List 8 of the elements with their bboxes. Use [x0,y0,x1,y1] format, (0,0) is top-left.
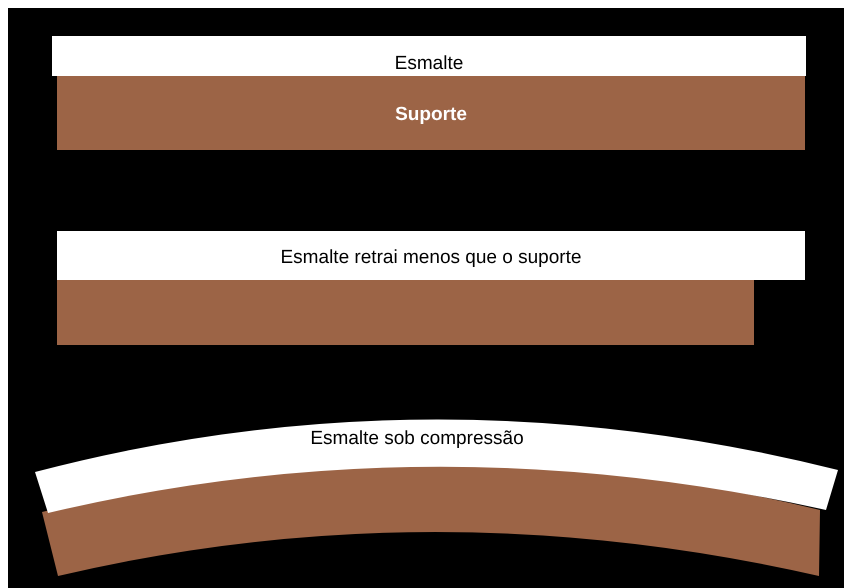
support-layer [57,76,805,150]
layer-label: Suporte [394,104,468,126]
enamel-layer [52,36,806,76]
enamel-layer [57,231,805,280]
layer-label: Esmalte retrai menos que o suporte [280,247,582,269]
layer-label: Esmalte [394,53,464,75]
support-layer [57,280,754,345]
layer-label: Esmalte sob compressão [309,428,525,450]
